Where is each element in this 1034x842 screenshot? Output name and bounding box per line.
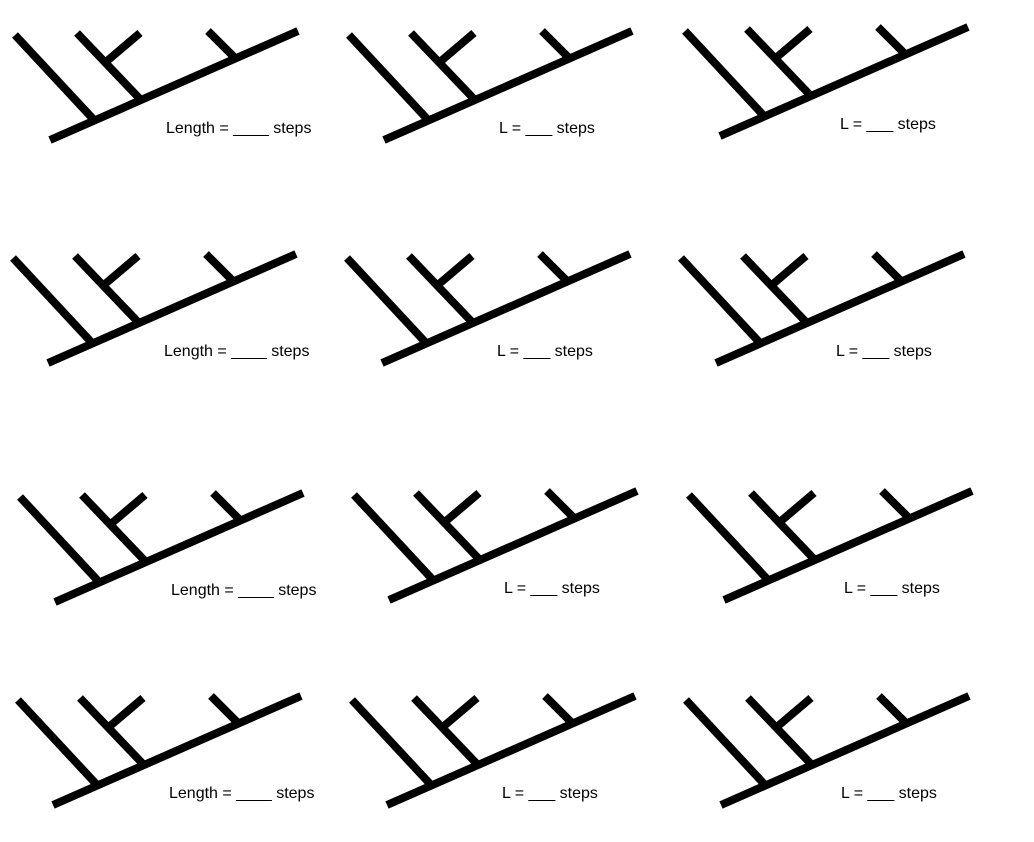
outgroup-branch	[683, 697, 769, 789]
sister-clade-tip	[441, 694, 480, 730]
outgroup-branch	[15, 697, 101, 789]
sister-clade-stem	[77, 695, 146, 767]
sister-clade-stem	[406, 253, 475, 325]
sister-clade-tip	[774, 25, 813, 61]
right-taxon-branch	[871, 251, 904, 284]
cladogram-panel: L = ___ steps	[346, 27, 634, 144]
sister-clade-tip	[438, 29, 477, 65]
right-taxon-branch	[539, 28, 572, 61]
sister-clade-tip	[770, 252, 809, 288]
cladogram-panel: L = ___ steps	[683, 692, 971, 809]
right-taxon-branch	[208, 693, 241, 726]
sister-clade-stem	[74, 30, 143, 102]
outgroup-branch	[10, 255, 96, 347]
length-steps-label[interactable]: L = ___ steps	[841, 785, 937, 802]
sister-clade-tip	[443, 489, 482, 525]
sister-clade-stem	[744, 26, 813, 98]
cladogram-panel: L = ___ steps	[351, 487, 639, 604]
sister-clade-stem	[72, 253, 141, 325]
sister-clade-stem	[408, 30, 477, 102]
right-taxon-branch	[879, 488, 912, 521]
sister-clade-tip	[107, 694, 146, 730]
sister-clade-stem	[740, 253, 809, 325]
cladogram-panel: Length = ____ steps	[12, 27, 311, 144]
length-steps-label[interactable]: L = ___ steps	[504, 580, 600, 597]
cladogram-panel: L = ___ steps	[349, 692, 637, 809]
sister-clade-stem	[748, 490, 817, 562]
outgroup-branch	[346, 32, 432, 124]
sister-clade-stem	[79, 492, 148, 564]
sister-clade-tip	[778, 489, 817, 525]
length-steps-label[interactable]: L = ___ steps	[840, 116, 936, 133]
right-taxon-branch	[544, 488, 577, 521]
outgroup-branch	[17, 494, 103, 586]
outgroup-branch	[349, 697, 435, 789]
length-steps-label[interactable]: L = ___ steps	[502, 785, 598, 802]
outgroup-branch	[682, 28, 768, 120]
length-steps-label[interactable]: Length = ____ steps	[169, 785, 314, 802]
sister-clade-tip	[109, 491, 148, 527]
outgroup-branch	[344, 255, 430, 347]
sister-clade-stem	[745, 695, 814, 767]
right-taxon-branch	[875, 24, 908, 57]
sister-clade-tip	[775, 694, 814, 730]
cladogram-panel: Length = ____ steps	[10, 250, 309, 367]
outgroup-branch	[12, 32, 98, 124]
right-taxon-branch	[876, 693, 909, 726]
length-steps-label[interactable]: L = ___ steps	[844, 580, 940, 597]
cladogram-panel: Length = ____ steps	[15, 692, 314, 809]
outgroup-branch	[686, 492, 772, 584]
right-taxon-branch	[205, 28, 238, 61]
sister-clade-stem	[411, 695, 480, 767]
cladogram-panel: L = ___ steps	[682, 23, 970, 140]
right-taxon-branch	[210, 490, 243, 523]
sister-clade-tip	[102, 252, 141, 288]
cladogram-panel: Length = ____ steps	[17, 489, 316, 606]
sister-clade-tip	[104, 29, 143, 65]
length-steps-label[interactable]: Length = ____ steps	[166, 120, 311, 137]
right-taxon-branch	[537, 251, 570, 284]
length-steps-label[interactable]: Length = ____ steps	[171, 582, 316, 599]
cladogram-panel: L = ___ steps	[344, 250, 632, 367]
length-steps-label[interactable]: L = ___ steps	[497, 343, 593, 360]
sister-clade-stem	[413, 490, 482, 562]
right-taxon-branch	[542, 693, 575, 726]
outgroup-branch	[678, 255, 764, 347]
right-taxon-branch	[203, 251, 236, 284]
sister-clade-tip	[436, 252, 475, 288]
length-steps-label[interactable]: Length = ____ steps	[164, 343, 309, 360]
outgroup-branch	[351, 492, 437, 584]
length-steps-label[interactable]: L = ___ steps	[499, 120, 595, 137]
cladogram-panel: L = ___ steps	[678, 250, 966, 367]
cladogram-panel: L = ___ steps	[686, 487, 974, 604]
length-steps-label[interactable]: L = ___ steps	[836, 343, 932, 360]
